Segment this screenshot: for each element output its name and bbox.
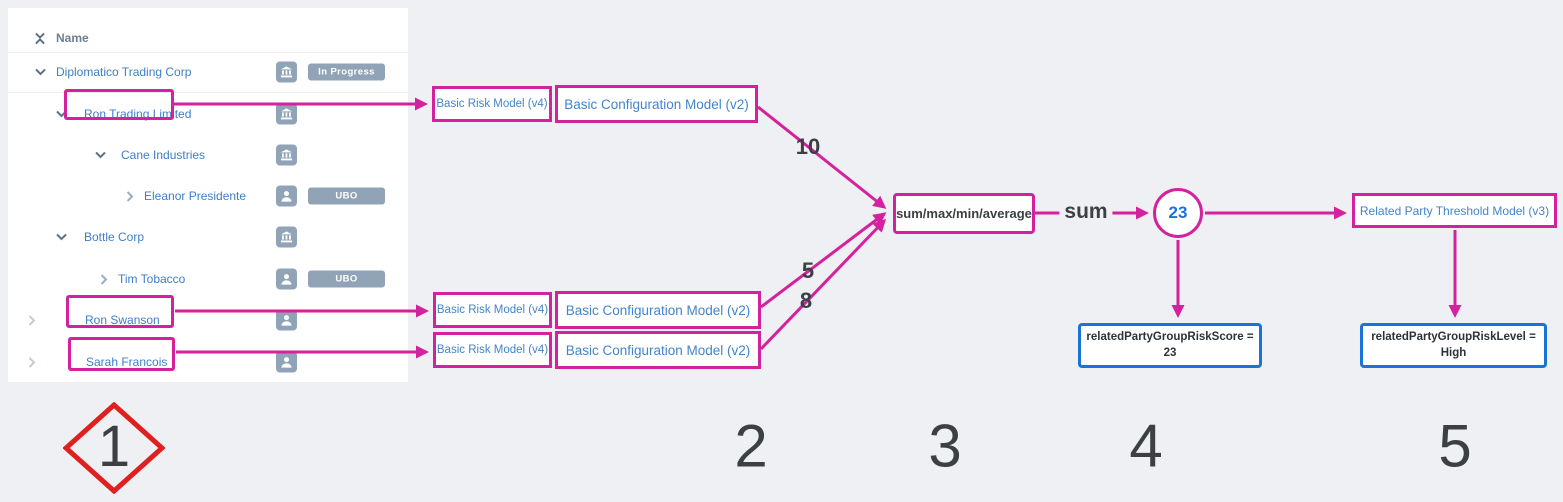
step-number-3: 3 xyxy=(928,412,962,480)
chevron-right-icon[interactable] xyxy=(98,273,110,285)
tree-row: Diplomatico Trading Corp In Progress xyxy=(8,60,408,84)
tree-item-label[interactable]: Eleanor Presidente xyxy=(144,189,247,203)
arrow-config3-to-aggregator xyxy=(759,218,887,351)
arrow-config1-to-aggregator xyxy=(757,105,887,209)
bank-icon-button[interactable] xyxy=(276,226,297,248)
person-icon-button[interactable] xyxy=(276,268,297,290)
bank-icon-button[interactable] xyxy=(276,144,297,166)
chevron-down-icon[interactable] xyxy=(55,231,67,243)
chevron-right-icon[interactable] xyxy=(124,190,136,202)
collapse-all-icon[interactable] xyxy=(34,32,46,44)
weight-label-8: 8 xyxy=(799,288,813,313)
red-diamond-outline xyxy=(62,401,166,495)
person-icon-button[interactable] xyxy=(276,309,297,331)
chevron-down-icon[interactable] xyxy=(94,149,106,161)
arrow-config2-to-aggregator xyxy=(760,212,887,309)
step-number-4: 4 xyxy=(1129,412,1163,480)
person-icon xyxy=(281,274,292,285)
highlight-box-ron-swanson xyxy=(66,295,174,328)
basic-risk-model-chip: Basic Risk Model (v4) xyxy=(432,86,552,122)
chevron-right-icon[interactable] xyxy=(26,314,38,326)
basic-risk-model-chip: Basic Risk Model (v4) xyxy=(433,292,552,328)
tree-header: Name xyxy=(8,26,408,50)
chevron-down-icon[interactable] xyxy=(34,66,46,78)
ubo-badge: UBO xyxy=(308,270,385,288)
person-icon-button[interactable] xyxy=(276,185,297,207)
tree-item-label[interactable]: Diplomatico Trading Corp xyxy=(56,65,192,79)
threshold-model-chip: Related Party Threshold Model (v3) xyxy=(1352,193,1557,228)
weight-label-10: 10 xyxy=(795,134,821,159)
tree-row: Ron Swanson xyxy=(8,308,408,332)
tree-item-label[interactable]: Cane Industries xyxy=(121,148,206,162)
tree-row: Bottle Corp xyxy=(8,225,408,249)
tree-row: Tim Tobacco UBO xyxy=(8,267,408,291)
basic-configuration-model-chip: Basic Configuration Model (v2) xyxy=(555,331,761,369)
tree-item-label[interactable]: Bottle Corp xyxy=(84,230,145,244)
bank-icon xyxy=(280,149,293,161)
chevron-right-icon[interactable] xyxy=(26,356,38,368)
level-output-box: relatedPartyGroupRiskLevel = High xyxy=(1360,323,1547,368)
basic-configuration-model-chip: Basic Configuration Model (v2) xyxy=(555,85,758,123)
step-number: 1 xyxy=(97,414,131,480)
tree-item-label[interactable]: Sarah Francois xyxy=(86,355,168,369)
bank-icon xyxy=(280,108,293,120)
tree-panel: Name Diplomatico Trading Corp In Progres… xyxy=(8,8,408,382)
ubo-badge: UBO xyxy=(308,187,385,205)
bank-icon-button[interactable] xyxy=(276,61,297,83)
bank-icon xyxy=(280,66,293,78)
operation-label-sum: sum xyxy=(1059,200,1113,224)
status-badge: In Progress xyxy=(308,63,385,81)
step-1-diamond: 1 xyxy=(62,401,166,495)
score-output-box: relatedPartyGroupRiskScore = 23 xyxy=(1078,323,1262,368)
bank-icon-button[interactable] xyxy=(276,103,297,125)
aggregator-node: sum/max/min/average xyxy=(893,193,1035,234)
result-score-node: 23 xyxy=(1153,188,1203,238)
tree-item-label[interactable]: Tim Tobacco xyxy=(118,272,186,286)
person-icon xyxy=(281,191,292,202)
tree-row: Cane Industries xyxy=(8,143,408,167)
weight-label-5: 5 xyxy=(801,258,815,283)
person-icon xyxy=(281,357,292,368)
divider xyxy=(8,52,408,53)
tree-item-label[interactable]: Ron Swanson xyxy=(85,313,160,327)
person-icon-button[interactable] xyxy=(276,351,297,373)
tree-row: Sarah Francois xyxy=(8,350,408,374)
step-number-2: 2 xyxy=(734,412,768,480)
highlight-box-sarah-francois xyxy=(68,337,175,371)
basic-configuration-model-chip: Basic Configuration Model (v2) xyxy=(555,291,761,329)
basic-risk-model-chip: Basic Risk Model (v4) xyxy=(433,332,552,368)
person-icon xyxy=(281,315,292,326)
name-column-header: Name xyxy=(56,31,89,45)
highlight-box-ron-trading-limited xyxy=(64,89,174,120)
tree-row: Eleanor Presidente UBO xyxy=(8,184,408,208)
step-number-5: 5 xyxy=(1438,412,1472,480)
divider xyxy=(8,92,408,93)
bank-icon xyxy=(280,231,293,243)
